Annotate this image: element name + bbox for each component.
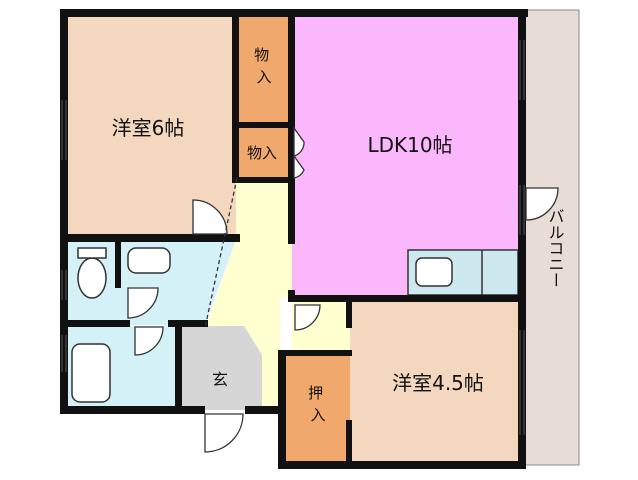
toilet-icon	[77, 257, 107, 299]
storage-top-floor	[236, 15, 292, 122]
kitchen-sink-icon	[415, 257, 453, 287]
balcony-area	[521, 9, 580, 466]
ldk-label: LDK10帖	[367, 133, 452, 157]
western-room-45-label: 洋室4.5帖	[392, 371, 484, 395]
entrance-label: 玄	[212, 370, 228, 389]
closet-label-line2: 入	[310, 406, 325, 424]
storage-top-label: 物 入	[254, 46, 274, 86]
toilet-tank-icon	[77, 247, 107, 259]
western-room-6-floor	[66, 15, 236, 237]
door-swings	[127, 125, 559, 453]
balcony-label: バルコニー	[546, 208, 565, 288]
closet-floor	[284, 355, 350, 465]
windows	[61, 40, 525, 435]
storage-mid-floor	[236, 128, 292, 178]
storage-top-label-line2: 入	[256, 68, 271, 86]
western-room-45-floor	[350, 298, 522, 465]
storage-mid-label: 物入	[247, 144, 277, 162]
closet-label-line1: 押	[308, 384, 323, 402]
closet-label: 押 入	[308, 384, 328, 424]
entrance-floor	[180, 326, 262, 410]
western-room-6-label: 洋室6帖	[112, 116, 185, 140]
wash-basin-icon	[127, 247, 171, 274]
bathtub-icon	[71, 343, 111, 403]
storage-top-label-line1: 物	[254, 46, 269, 64]
walls	[60, 9, 528, 469]
